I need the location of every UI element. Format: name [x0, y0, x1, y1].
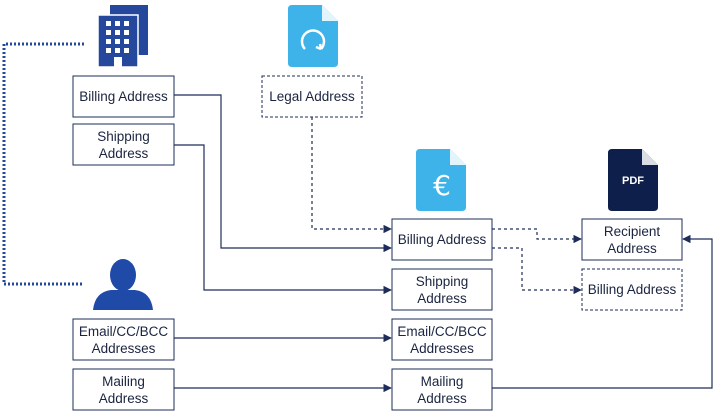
connector-legal — [311, 117, 392, 234]
legal-address-box: Legal Address — [261, 75, 363, 118]
svg-text:Billing Address: Billing Address — [398, 232, 487, 247]
svg-text:Address: Address — [417, 391, 467, 406]
connectors — [174, 94, 713, 393]
svg-text:Addresses: Addresses — [92, 341, 156, 356]
svg-text:Mailing: Mailing — [421, 374, 464, 389]
refresh-document-icon — [288, 5, 338, 67]
svg-text:Recipient: Recipient — [604, 224, 661, 239]
svg-text:Shipping: Shipping — [97, 129, 150, 144]
svg-text:Addresses: Addresses — [410, 341, 474, 356]
euro-document-icon: € — [416, 149, 466, 211]
company-shipping-address-box: Shipping Address — [72, 123, 175, 166]
svg-text:Address: Address — [607, 241, 657, 256]
company-billing-address-box: Billing Address — [72, 75, 175, 118]
office-building-icon — [97, 5, 148, 68]
company-person-link — [2, 42, 84, 286]
dashed-connectors — [311, 117, 582, 295]
svg-text:Mailing: Mailing — [102, 374, 145, 389]
person-mailing-address-box: Mailing Address — [72, 368, 175, 411]
svg-text:Address: Address — [99, 146, 149, 161]
connector-shipping — [174, 144, 392, 295]
pdf-billing-address-box: Billing Address — [581, 268, 683, 311]
connector-billing-recipient — [492, 228, 582, 244]
pdf-document-icon: PDF — [608, 149, 658, 211]
pdf-recipient-address-box: Recipient Address — [581, 218, 683, 261]
svg-text:Email/CC/BCC: Email/CC/BCC — [397, 324, 487, 339]
svg-text:Email/CC/BCC: Email/CC/BCC — [79, 324, 169, 339]
person-icon — [93, 259, 153, 310]
svg-text:Legal Address: Legal Address — [269, 89, 355, 104]
person-email-addresses-box: Email/CC/BCC Addresses — [72, 318, 175, 361]
svg-text:€: € — [433, 169, 451, 202]
svg-text:Billing Address: Billing Address — [79, 89, 168, 104]
document-email-addresses-box: Email/CC/BCC Addresses — [391, 318, 493, 361]
connector-billing — [174, 94, 392, 253]
svg-text:Address: Address — [417, 291, 467, 306]
document-mailing-address-box: Mailing Address — [391, 368, 493, 411]
connector-billing-pdf — [492, 247, 582, 295]
pdf-icon-label: PDF — [622, 175, 644, 187]
document-shipping-address-box: Shipping Address — [391, 268, 493, 311]
svg-text:Billing Address: Billing Address — [588, 282, 677, 297]
svg-text:Shipping: Shipping — [416, 274, 469, 289]
connector-mailing-recipient — [492, 234, 713, 389]
document-billing-address-box: Billing Address — [391, 218, 493, 261]
svg-text:Address: Address — [99, 391, 149, 406]
